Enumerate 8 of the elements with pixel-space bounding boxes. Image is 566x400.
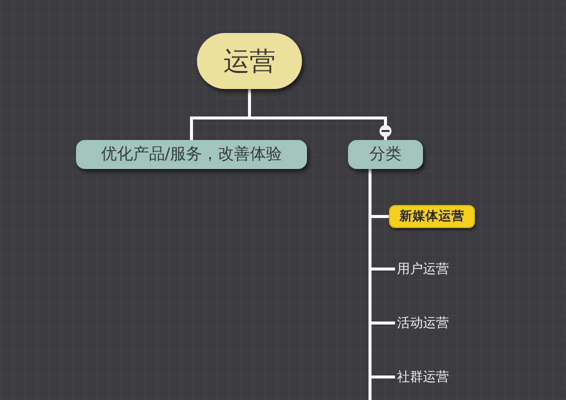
- branch-node: 优化产品/服务，改善体验: [76, 140, 307, 169]
- branch-node: 分类: [348, 140, 423, 169]
- connector-line: [368, 168, 396, 400]
- topic-label: 社群运营: [397, 368, 449, 386]
- highlighted-node: 新媒体运营: [389, 205, 475, 228]
- topic-label: 用户运营: [397, 260, 449, 278]
- topic-label: 活动运营: [397, 314, 449, 332]
- root-node: 运营: [197, 33, 302, 89]
